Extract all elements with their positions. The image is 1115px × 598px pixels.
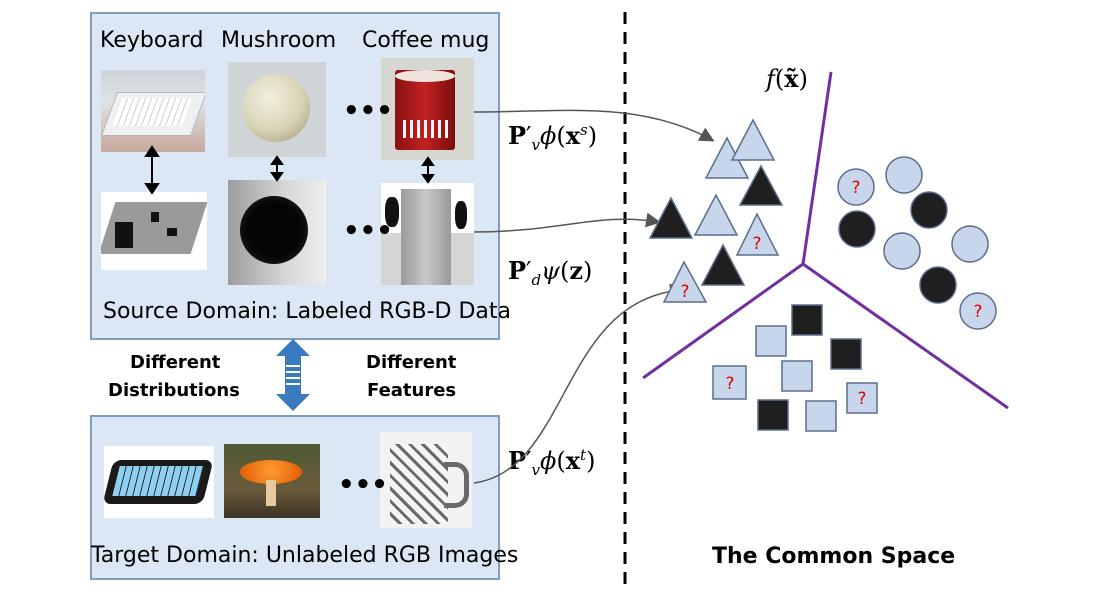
square-dark [830, 338, 862, 370]
square-light-unknown [846, 382, 878, 414]
different-features-label-1: Different [366, 352, 457, 373]
circle-class-cluster [837, 156, 997, 330]
triangle-light-unknown [735, 212, 780, 256]
mug-depth-image [381, 183, 474, 285]
square-dark [791, 304, 823, 336]
circle-light [883, 232, 921, 270]
mug-rgb-image [381, 58, 474, 160]
mug-target-image [380, 432, 472, 528]
source-rgb-mapping-curve [473, 109, 715, 142]
triangle-light-unknown [662, 260, 708, 303]
triangle-light [730, 118, 776, 161]
circle-dark [919, 266, 957, 304]
common-space-title: The Common Space [712, 544, 956, 569]
question-mark: ? [680, 282, 689, 302]
triangle-dark [738, 164, 784, 206]
circle-light-unknown [837, 168, 875, 206]
triangle-dark [700, 243, 746, 286]
circle-dark [910, 191, 948, 229]
question-mark: ? [857, 389, 866, 409]
different-features-label-2: Features [367, 380, 457, 401]
classifier-label: f(x̃) [766, 64, 808, 93]
target-ellipsis: ••• [338, 470, 388, 500]
label-mushroom: Mushroom [221, 28, 337, 53]
square-light [781, 360, 813, 392]
square-dark [757, 399, 789, 431]
target-domain-caption: Target Domain: Unlabeled RGB Images [91, 543, 519, 568]
circle-light [885, 156, 923, 194]
triangle-class-cluster [648, 118, 784, 303]
depth-mapping-curve [473, 212, 661, 233]
label-keyboard: Keyboard [100, 28, 204, 53]
question-mark: ? [973, 302, 982, 322]
square-light [755, 325, 787, 357]
source-domain-caption: Source Domain: Labeled RGB-D Data [103, 299, 511, 324]
rgb-depth-link-arrows [144, 145, 435, 195]
decision-boundaries [642, 71, 1009, 410]
label-coffee-mug: Coffee mug [362, 28, 490, 53]
square-light-unknown [712, 365, 747, 400]
keyboard-rgb-image [101, 70, 205, 152]
target-rgb-projection-label: P′vϕ(xt) [508, 446, 596, 479]
triangle-dark [648, 196, 694, 239]
domain-shift-double-arrow [276, 339, 310, 411]
circle-dark [838, 210, 876, 248]
mushroom-rgb-image [228, 62, 326, 157]
keyboard-depth-image [101, 192, 207, 270]
target-rgb-mapping-curve [473, 283, 685, 484]
source-rgb-projection-label: P′vϕ(xs) [508, 121, 598, 154]
triangle-light [693, 193, 739, 236]
mushroom-depth-image [228, 180, 326, 285]
question-mark: ? [752, 234, 761, 254]
question-mark: ? [725, 374, 734, 394]
circle-light [951, 225, 989, 263]
depth-projection-label: P′dψ(z) [508, 256, 593, 289]
source-ellipsis-depth: ••• [343, 216, 393, 246]
unknown-sample-marks: ? ? ? ? ? ? [680, 178, 982, 409]
different-distributions-label-1: Different [130, 352, 221, 373]
circle-light-unknown [959, 292, 997, 330]
square-class-cluster [712, 304, 878, 432]
question-mark: ? [851, 178, 860, 198]
different-distributions-label-2: Distributions [108, 380, 240, 401]
keyboard-target-image [104, 446, 214, 518]
mushroom-target-image [224, 444, 320, 518]
source-ellipsis-rgb: ••• [343, 96, 393, 126]
square-light [805, 400, 837, 432]
